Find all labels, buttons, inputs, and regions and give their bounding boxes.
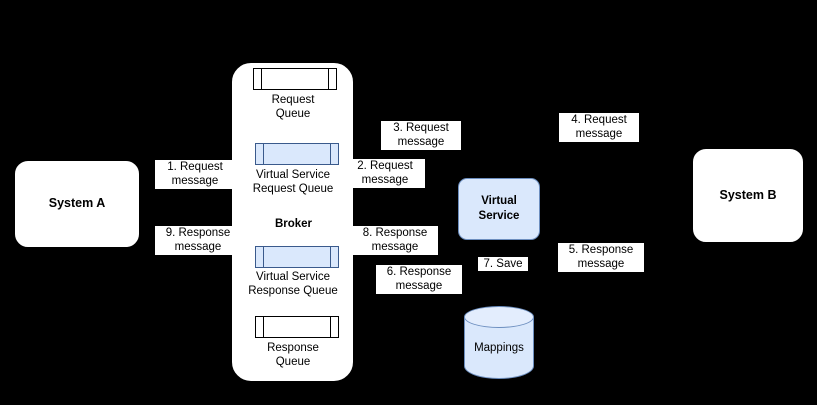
queue-segment-left	[256, 144, 264, 164]
step-2-line2: message	[361, 174, 409, 187]
vs-request-queue-caption-line1: Virtual Service	[256, 169, 330, 181]
step-2-label: 2. Request message	[345, 159, 425, 188]
step-8-line2: message	[371, 241, 419, 254]
step-9-line1: 9. Response	[165, 227, 231, 239]
step-6-line1: 6. Response	[386, 266, 452, 278]
mappings-datastore[interactable]: Mappings	[464, 306, 534, 384]
step-4-line2: message	[575, 128, 623, 141]
step-1-line2: message	[171, 175, 219, 188]
request-queue-caption-line2: Queue	[275, 107, 311, 120]
step-5-line2: message	[577, 258, 625, 271]
vs-response-queue-caption-line2: Response Queue	[248, 284, 338, 297]
response-queue-glyph[interactable]	[255, 316, 339, 338]
step-3-line2: message	[397, 136, 445, 149]
virtual-service-response-queue-glyph[interactable]	[255, 246, 339, 268]
step-6-line2: message	[395, 280, 443, 293]
request-queue-caption: Request Queue	[232, 94, 354, 122]
step-1-line1: 1. Request	[167, 161, 223, 173]
response-queue-caption: Response Queue	[232, 342, 354, 370]
step-6-label: 6. Response message	[376, 265, 462, 294]
step-1-label: 1. Request message	[155, 160, 235, 189]
step-2-line1: 2. Request	[357, 160, 413, 172]
step-9-line2: message	[174, 241, 222, 254]
mappings-label: Mappings	[474, 342, 524, 354]
queue-segment-left	[256, 247, 264, 267]
step-9-label: 9. Response message	[155, 226, 241, 255]
system-b-box[interactable]: System B	[692, 148, 804, 243]
system-b-label: System B	[719, 187, 777, 202]
step-3-label: 3. Request message	[381, 121, 461, 150]
step-7-line1: 7. Save	[483, 258, 523, 270]
system-a-box[interactable]: System A	[14, 160, 140, 248]
step-7-label: 7. Save	[478, 257, 528, 272]
virtual-service-label-line1: Virtual	[481, 195, 517, 208]
cylinder-top-ellipse	[464, 306, 534, 328]
step-8-line1: 8. Response	[362, 227, 428, 239]
step-5-line1: 5. Response	[568, 244, 634, 256]
step-4-line1: 4. Request	[571, 114, 627, 126]
virtual-service-request-queue-caption: Virtual Service Request Queue	[232, 169, 354, 197]
virtual-service-label: Virtual Service	[479, 194, 520, 224]
response-queue-caption-line2: Queue	[275, 355, 311, 368]
queue-segment-right	[330, 317, 338, 337]
step-5-label: 5. Response message	[558, 243, 644, 272]
step-3-line1: 3. Request	[393, 122, 449, 134]
queue-segment-right	[330, 144, 338, 164]
queue-segment-left	[254, 69, 262, 89]
step-8-label: 8. Response message	[352, 226, 438, 255]
system-a-label: System A	[48, 196, 106, 211]
virtual-service-box[interactable]: Virtual Service	[458, 178, 540, 240]
virtual-service-response-queue-caption: Virtual Service Response Queue	[232, 271, 354, 299]
vs-request-queue-caption-line2: Request Queue	[252, 182, 334, 195]
virtual-service-label-line2: Service	[478, 210, 520, 222]
queue-segment-left	[256, 317, 264, 337]
virtual-service-request-queue-glyph[interactable]	[255, 143, 339, 165]
step-4-label: 4. Request message	[559, 113, 639, 142]
broker-title: Broker	[274, 218, 313, 230]
vs-response-queue-caption-line1: Virtual Service	[256, 271, 330, 283]
response-queue-caption-line1: Response	[267, 342, 319, 354]
request-queue-caption-line1: Request	[271, 94, 315, 106]
queue-segment-right	[330, 247, 338, 267]
request-queue-glyph[interactable]	[253, 68, 337, 90]
queue-segment-right	[328, 69, 336, 89]
